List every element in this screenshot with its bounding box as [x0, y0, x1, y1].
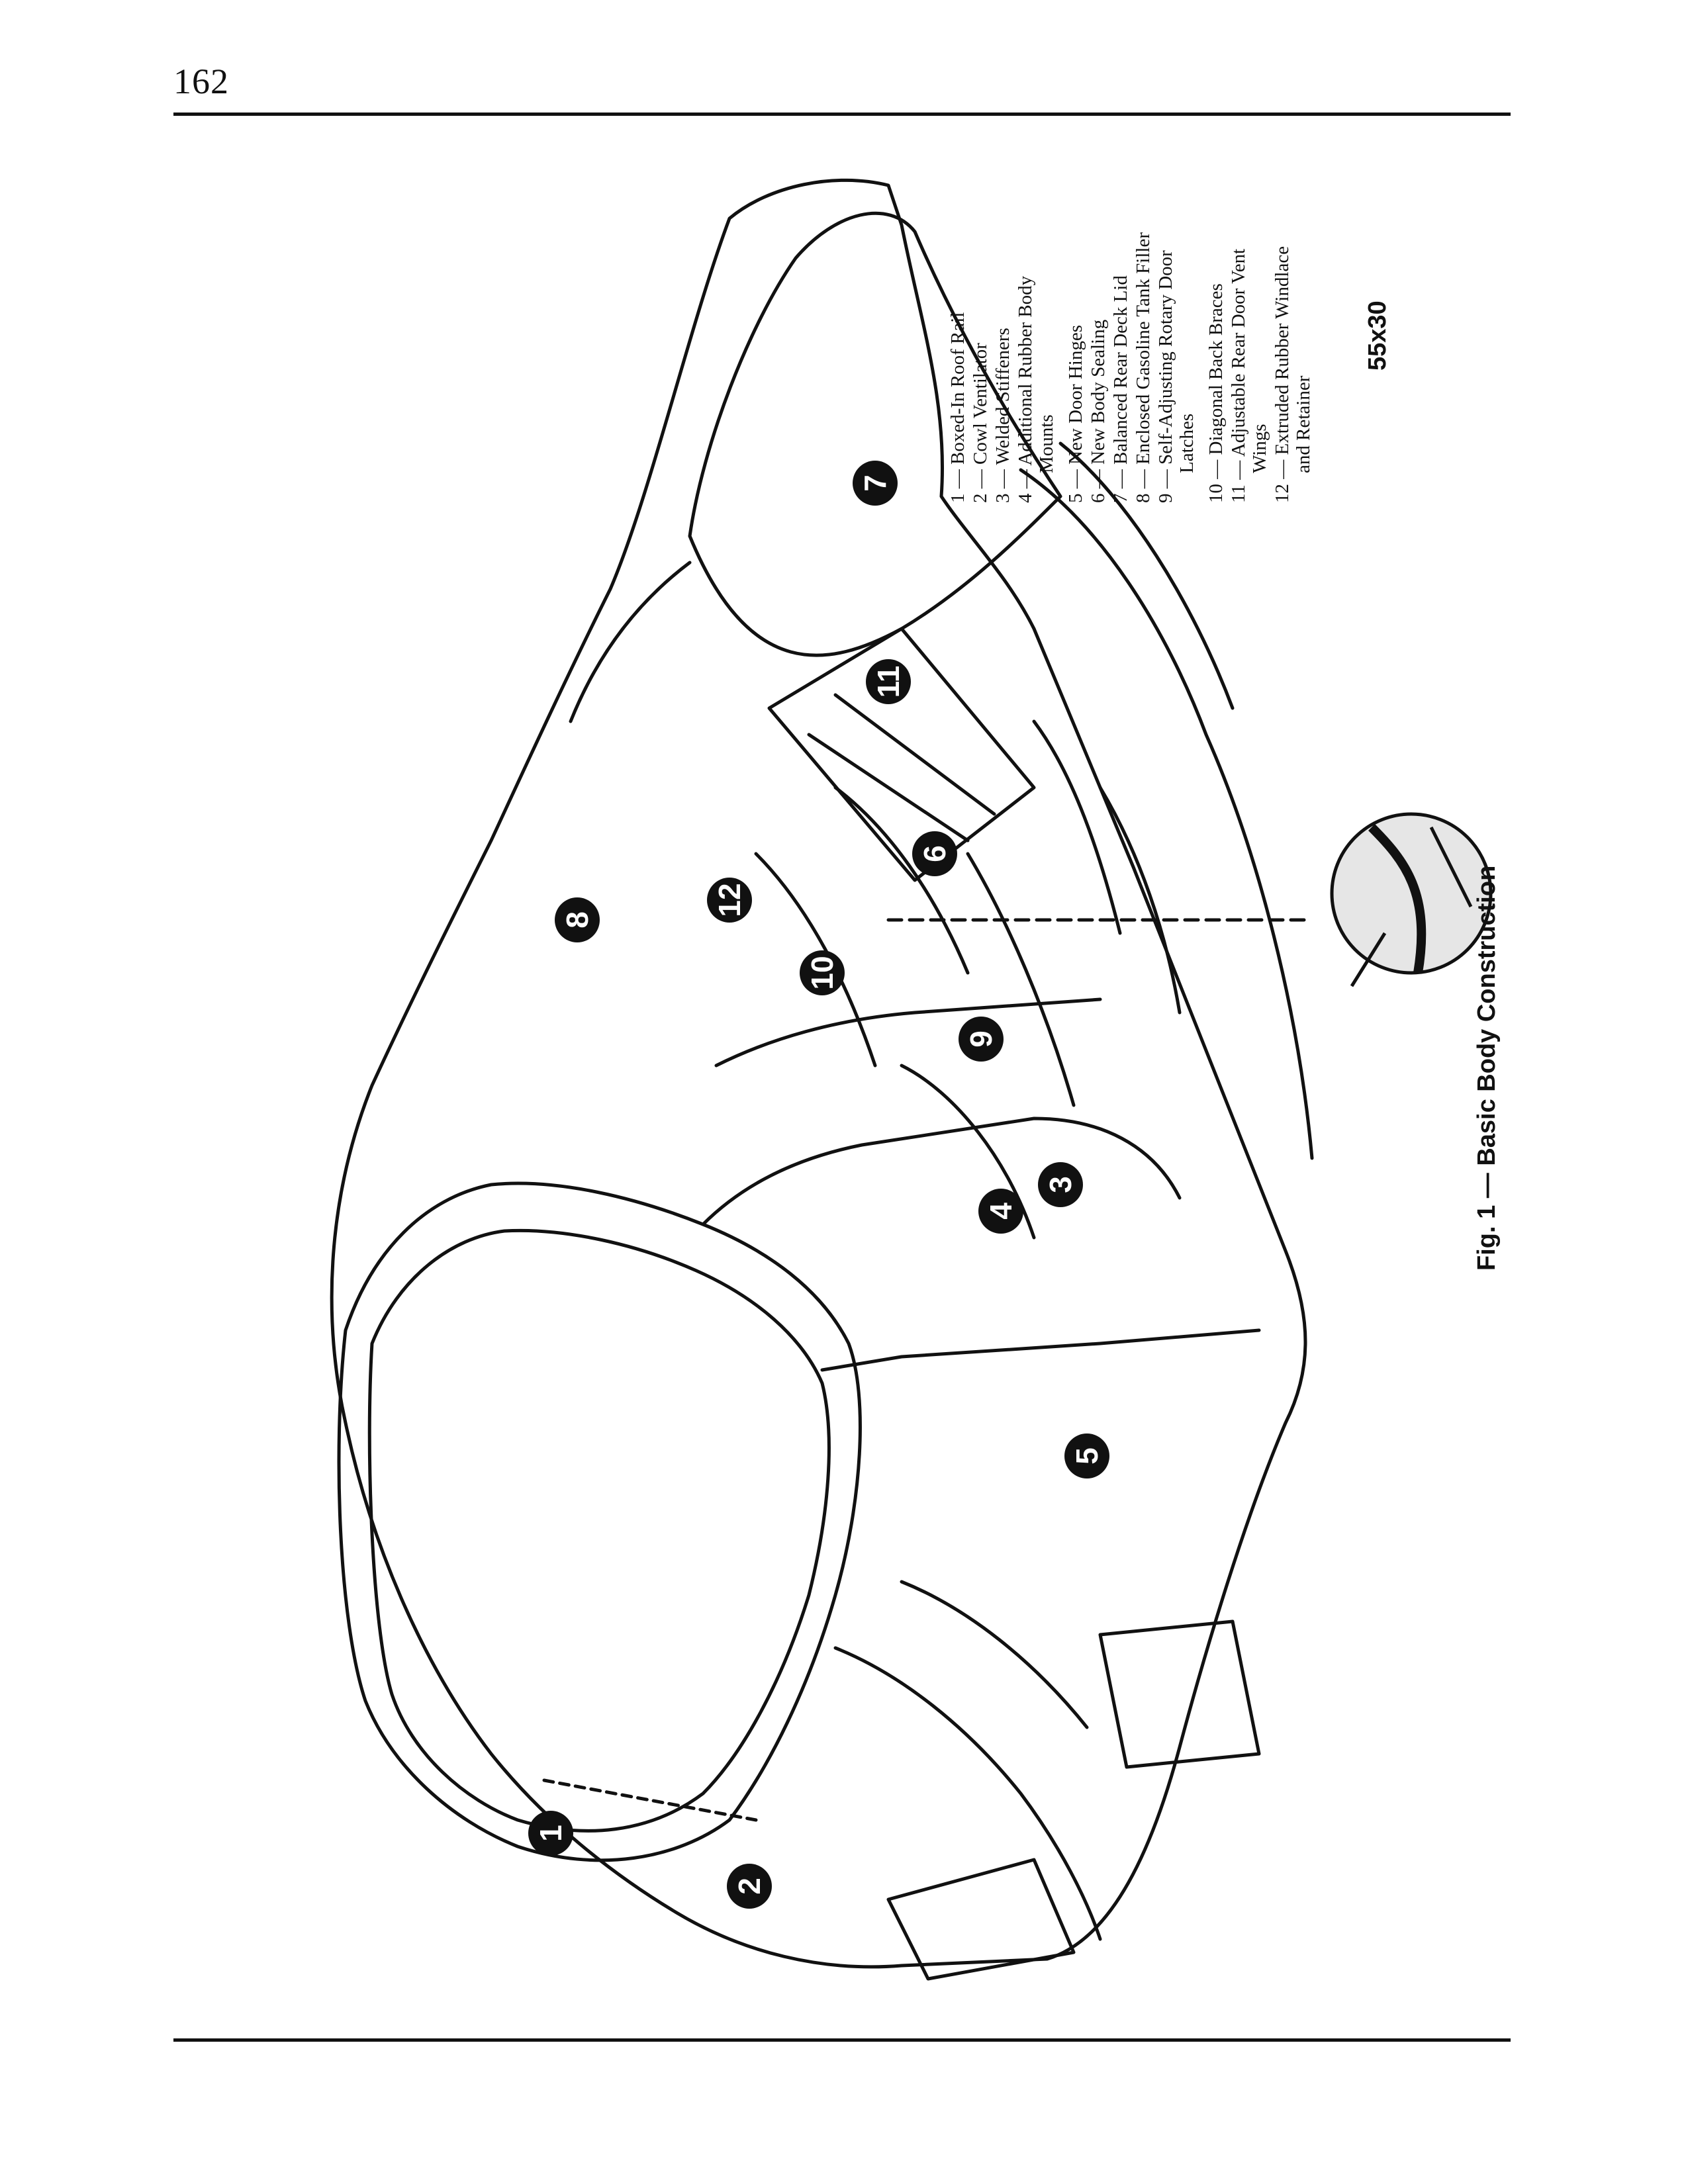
body-outline: [330, 178, 1307, 1969]
page-number: 162: [173, 62, 229, 101]
legend-item: 1 — Boxed-In Roof Rail: [947, 312, 968, 503]
legend-item-continued: Latches: [1176, 413, 1197, 473]
legend-item: 4 — Additional Rubber Body: [1015, 275, 1036, 503]
svg-text:4: 4: [984, 1203, 1018, 1220]
dash-panel: [886, 1858, 1076, 1981]
legend-item: 3 — Welded Stiffeners: [992, 328, 1013, 503]
figure-caption: Fig. 1 — Basic Body Construction: [1473, 865, 1501, 1271]
svg-text:5: 5: [1070, 1447, 1104, 1465]
callout-7: 7: [853, 461, 898, 506]
svg-text:10: 10: [805, 956, 839, 989]
svg-text:1: 1: [534, 1825, 568, 1842]
callout-8: 8: [555, 897, 600, 942]
callout-11: 11: [866, 659, 911, 704]
legend-item: 2 — Cowl Ventilator: [970, 343, 991, 503]
header-rule: [173, 113, 1511, 116]
callout-2: 2: [727, 1864, 772, 1909]
svg-text:7: 7: [858, 475, 892, 492]
callout-4: 4: [978, 1189, 1023, 1234]
legend-item: 10 — Diagonal Back Braces: [1205, 283, 1227, 503]
legend: 1 — Boxed-In Roof Rail 2 — Cowl Ventilat…: [947, 172, 1344, 516]
legend-item: 8 — Enclosed Gasoline Tank Filler: [1133, 232, 1154, 503]
legend-item: 5 — New Door Hinges: [1065, 324, 1086, 503]
sealing-detail-inset: [1330, 812, 1493, 987]
legend-item-continued: and Retainer: [1293, 375, 1314, 473]
windshield-frame: [337, 1181, 862, 1862]
legend-item: 12 — Extruded Rubber Windlace: [1272, 246, 1293, 503]
callout-6: 6: [912, 831, 957, 876]
svg-text:3: 3: [1043, 1176, 1078, 1193]
svg-text:6: 6: [917, 845, 952, 862]
svg-text:2: 2: [732, 1878, 767, 1895]
footer-rule: [173, 2038, 1511, 2042]
body-construction-illustration: 1 2 3 4 5 6 7 8 9 10 11 12: [330, 178, 1493, 1981]
callout-9: 9: [959, 1017, 1004, 1062]
callout-12: 12: [707, 878, 752, 923]
svg-text:11: 11: [871, 666, 906, 698]
legend-item-continued: Wings: [1249, 424, 1270, 473]
legend-item-continued: Mounts: [1036, 414, 1057, 473]
legend-item: 7 — Balanced Rear Deck Lid: [1110, 275, 1131, 503]
legend-item: 11 — Adjustable Rear Door Vent: [1228, 248, 1249, 503]
callout-3: 3: [1038, 1162, 1083, 1207]
svg-text:12: 12: [712, 883, 747, 917]
svg-text:9: 9: [964, 1030, 998, 1048]
callout-5: 5: [1064, 1433, 1109, 1479]
legend-item: 9 — Self-Adjusting Rotary Door: [1155, 250, 1176, 503]
figure-code: 55x30: [1364, 300, 1391, 371]
legend-item: 6 — New Body Sealing: [1088, 319, 1109, 503]
callout-10: 10: [800, 950, 845, 995]
deck-lid: [688, 211, 1062, 657]
callout-1: 1: [528, 1811, 573, 1856]
svg-text:8: 8: [560, 911, 594, 929]
